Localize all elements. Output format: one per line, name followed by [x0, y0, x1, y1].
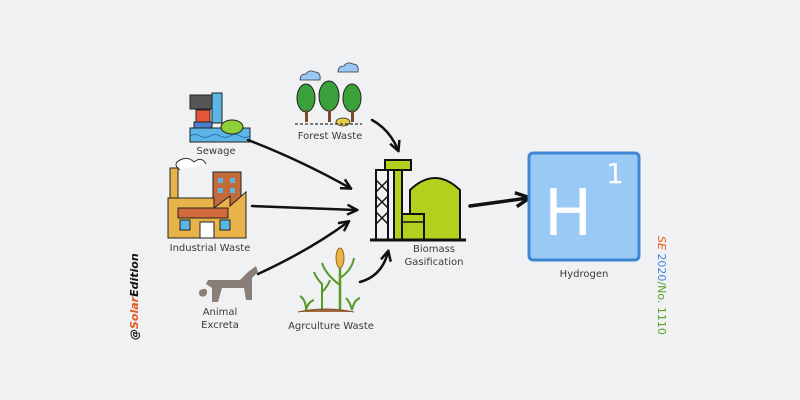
factory-icon — [167, 157, 247, 239]
label-animal: Animal Excreta — [190, 306, 250, 332]
label-animal-line2: Excreta — [201, 320, 239, 331]
brand-edition: Edition — [128, 253, 141, 297]
flow-arrows — [246, 118, 528, 284]
arrow-sewage — [246, 138, 350, 188]
label-hydrogen: Hydrogen — [559, 269, 609, 280]
label-industrial: Industrial Waste — [169, 243, 251, 254]
arrow-agriculture — [358, 252, 388, 284]
brand-watermark: @SolarEdition — [128, 253, 141, 340]
serial-se: SE — [655, 236, 668, 250]
label-agriculture: Agrculture Waste — [288, 321, 374, 332]
crop-icon — [297, 247, 361, 313]
arrow-forest — [370, 118, 398, 150]
hydrogen-tile — [527, 151, 641, 262]
arrow-animal — [256, 222, 348, 276]
label-forest: Forest Waste — [288, 130, 372, 143]
label-sewage: Sewage — [196, 146, 236, 157]
label-forest-text: Forest Waste — [295, 131, 365, 142]
sewage-icon — [189, 92, 251, 143]
dog-icon — [199, 266, 258, 302]
forest-icon — [295, 62, 362, 127]
hydrogen-atomic-number: 1 — [606, 157, 624, 190]
hydrogen-symbol-letter: H — [544, 177, 593, 251]
arrow-industrial — [250, 206, 356, 210]
brand-solar: Solar — [128, 296, 141, 329]
label-biomass-line1: Biomass — [412, 244, 456, 255]
label-biomass: Biomass Gasification — [396, 243, 472, 269]
label-animal-line1: Animal — [202, 307, 238, 318]
arrow-hydrogen — [468, 198, 528, 206]
label-biomass-line2: Gasification — [404, 257, 464, 268]
brand-at: @ — [128, 329, 141, 340]
serial-year: 2020 — [655, 253, 668, 282]
edition-serial: SE 2020/No. 1110 — [655, 236, 668, 335]
gasification-plant-icon — [370, 159, 466, 242]
serial-no: /No. 1110 — [655, 281, 668, 335]
